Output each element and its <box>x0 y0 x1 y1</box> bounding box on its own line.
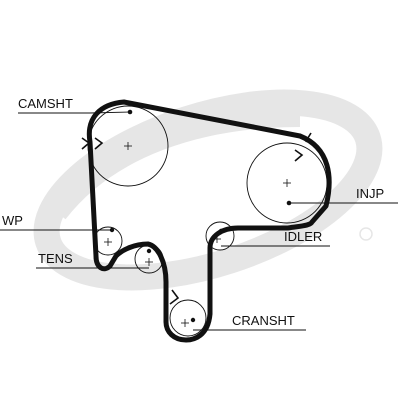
injection-pump-pulley <box>246 142 328 224</box>
label-idler: IDLER <box>284 229 322 244</box>
belt-direction-arrow-crank <box>169 289 180 305</box>
belt-direction-arrow-right <box>294 149 304 162</box>
label-injection-pump: INJP <box>356 186 384 201</box>
label-tensioner: TENS <box>38 251 73 266</box>
belt-direction-arrow-top-right <box>299 132 312 143</box>
idler-pulley <box>205 221 235 251</box>
timing-belt <box>86 99 332 343</box>
gates-watermark-logo <box>33 89 383 291</box>
water-pump-pulley <box>93 226 123 256</box>
label-crankshaft: CRANSHT <box>232 313 295 328</box>
belt-direction-arrow-left <box>81 137 91 150</box>
tensioner-pulley <box>134 244 164 274</box>
belt-direction-arrow-left-2 <box>94 137 104 150</box>
label-water-pump: WP <box>2 213 23 228</box>
camshaft-leader-line <box>18 111 131 114</box>
label-camshaft: CAMSHT <box>18 96 73 111</box>
crankshaft-pulley <box>169 299 207 337</box>
